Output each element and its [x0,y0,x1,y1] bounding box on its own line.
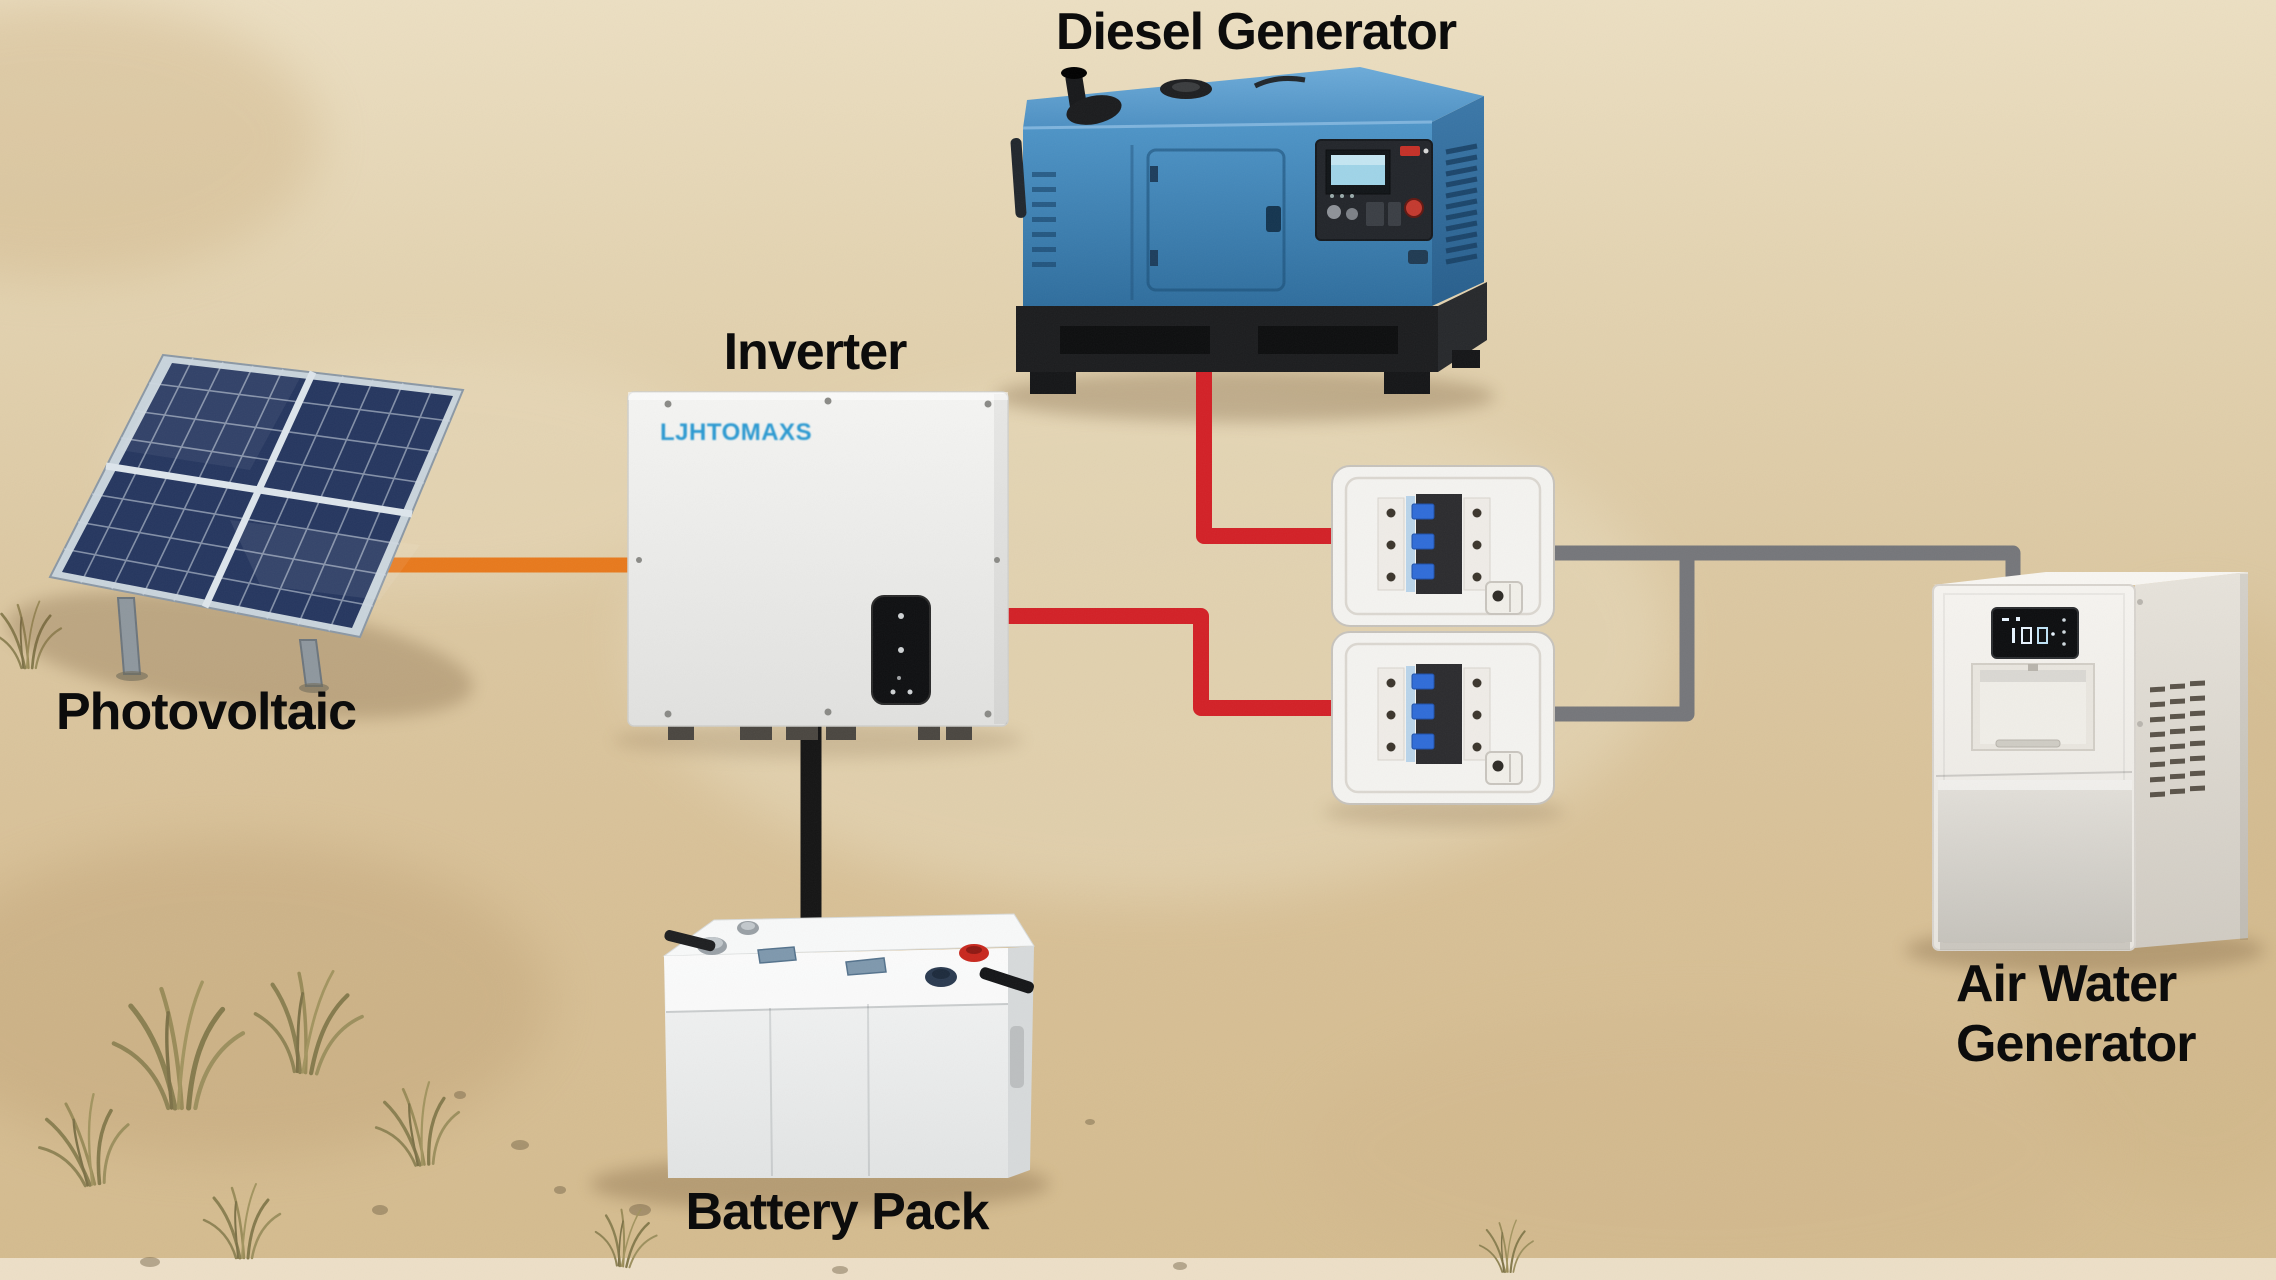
label-air-water-generator: Air Water Generator [1956,955,2197,1074]
label-inverter: Inverter [723,323,908,381]
label-diesel-generator: Diesel Generator [1055,3,1457,61]
label-battery-pack: Battery Pack [685,1183,989,1241]
label-photovoltaic: Photovoltaic [56,683,357,741]
